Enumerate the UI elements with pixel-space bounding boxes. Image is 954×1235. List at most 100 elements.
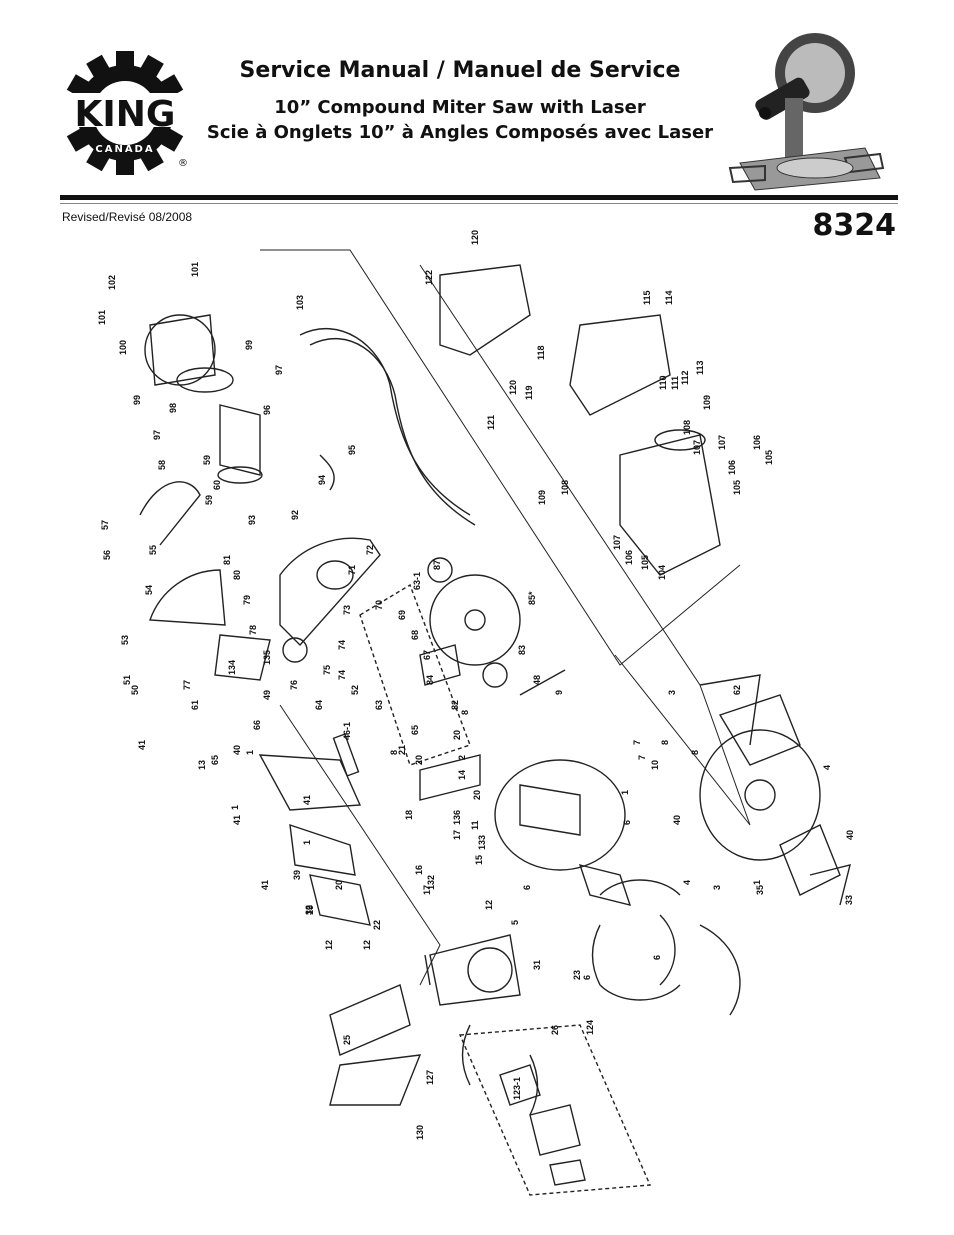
part-label: 7	[632, 740, 642, 745]
king-canada-logo: KING CANADA ®	[63, 51, 188, 175]
manual-header: KING CANADA ® Service Manual / Manuel de…	[0, 0, 954, 243]
part-label: 20	[414, 755, 424, 765]
part-label: 136	[452, 810, 462, 825]
part-label: 67	[422, 650, 432, 660]
part-label: 84	[425, 675, 435, 685]
part-label: 73	[342, 605, 352, 615]
subtitle-french: Scie à Onglets 10” à Angles Composés ave…	[206, 121, 714, 143]
part-label: 61	[190, 700, 200, 710]
part-label: 106	[727, 460, 737, 475]
part-label: 59	[204, 495, 214, 505]
part-label: 122	[424, 270, 434, 285]
part-label: 81	[222, 555, 232, 565]
part-label: 80	[232, 570, 242, 580]
part-label: 63	[374, 700, 384, 710]
part-label: 102	[107, 275, 117, 290]
part-label: 41	[302, 795, 312, 805]
part-label: 120	[508, 380, 518, 395]
part-label: 65	[410, 725, 420, 735]
part-label: 104	[657, 565, 667, 580]
part-label: 111	[670, 376, 680, 390]
part-label: 48	[532, 675, 542, 685]
part-label: 64	[314, 700, 324, 710]
part-label: 74	[337, 640, 347, 650]
part-label: 83	[517, 645, 527, 655]
part-label: 12	[324, 940, 334, 950]
part-label: 123-1	[512, 1077, 522, 1100]
part-label: 107	[612, 535, 622, 550]
part-label: 39	[292, 870, 302, 880]
part-label: 11	[470, 820, 480, 830]
manual-title: Service Manual / Manuel de Service	[239, 58, 681, 83]
part-label: 58	[157, 460, 167, 470]
part-label: 16	[414, 865, 424, 875]
part-label: 3	[712, 885, 722, 890]
part-label: 49	[262, 690, 272, 700]
part-label: 53	[120, 635, 130, 645]
part-label: 130	[415, 1125, 425, 1140]
part-label: 93	[247, 515, 257, 525]
part-label: 133	[477, 835, 487, 850]
header-rule-thin	[60, 203, 898, 204]
part-label: 57	[100, 520, 110, 530]
part-label: 119	[524, 385, 534, 400]
part-label: 76	[289, 680, 299, 690]
part-label: 121	[486, 415, 496, 430]
part-label: 78	[248, 625, 258, 635]
part-label: 62	[732, 685, 742, 695]
part-label: 1	[230, 805, 240, 810]
part-label: 74	[337, 670, 347, 680]
part-label: 40	[672, 815, 682, 825]
model-number: 8324	[812, 208, 897, 243]
part-label: 8	[389, 750, 399, 755]
part-label: 120	[470, 230, 480, 245]
part-label: 5	[510, 920, 520, 925]
part-label: 19	[305, 905, 315, 915]
part-label: 12	[484, 900, 494, 910]
registered-mark: ®	[178, 158, 188, 169]
part-label: 79	[242, 595, 252, 605]
part-label: 124	[585, 1020, 595, 1035]
part-label: 51	[122, 675, 132, 685]
part-label: 105	[764, 450, 774, 465]
part-label: 85*	[527, 591, 537, 605]
part-label: 63-1	[412, 572, 422, 590]
part-label: 106	[624, 550, 634, 565]
part-label: 55	[148, 545, 158, 555]
part-label: 101	[97, 310, 107, 325]
part-label: 41	[232, 815, 242, 825]
part-label: 9	[554, 690, 564, 695]
part-label: 107	[692, 440, 702, 455]
part-label: 75	[322, 665, 332, 675]
part-label: 12	[362, 940, 372, 950]
part-label: 46-1	[342, 722, 352, 740]
part-label: 95	[347, 445, 357, 455]
part-label: 108	[682, 420, 692, 435]
part-label: 26	[550, 1025, 560, 1035]
part-label: 112	[680, 370, 690, 385]
part-label: 20	[334, 880, 344, 890]
part-label: 96	[262, 405, 272, 415]
part-label: 8	[690, 750, 700, 755]
part-label: 109	[702, 395, 712, 410]
logo-text: KING	[75, 94, 176, 135]
part-label: 3	[667, 690, 677, 695]
part-label: 22	[372, 920, 382, 930]
part-label: 60	[212, 480, 222, 490]
part-label: 54	[144, 585, 154, 595]
part-label: 94	[317, 475, 327, 485]
part-label: 72	[365, 545, 375, 555]
part-label: 10	[650, 760, 660, 770]
part-label: 98	[168, 403, 178, 413]
part-label: 59	[202, 455, 212, 465]
part-label: 107	[717, 435, 727, 450]
part-label: 103	[295, 295, 305, 310]
part-label: 69	[397, 610, 407, 620]
part-label: 99	[132, 395, 142, 405]
part-label: 65	[210, 755, 220, 765]
part-label: 33	[844, 895, 854, 905]
part-label: 114	[664, 290, 674, 305]
part-label: 97	[274, 365, 284, 375]
part-label: 134	[227, 660, 237, 675]
